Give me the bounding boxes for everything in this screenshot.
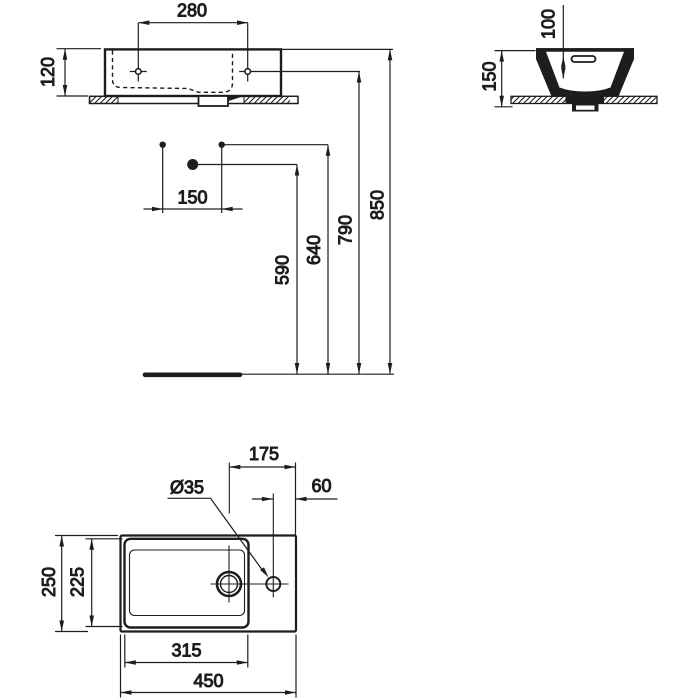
dimension-label-590: 590 <box>273 255 293 285</box>
centerlines <box>210 462 289 603</box>
dimension-label-100: 100 <box>539 9 559 39</box>
side-view: 100 150 <box>479 5 658 112</box>
wall-section-front <box>88 95 299 105</box>
leader-taphole-diameter <box>167 497 269 578</box>
drain-outlet-front <box>197 95 243 107</box>
dimension-label-280: 280 <box>177 1 207 21</box>
dimension-label-150-front: 150 <box>177 188 207 208</box>
plan-view: 175 60 Ø35 250 225 315 450 <box>39 444 338 698</box>
drain-plan <box>215 570 243 598</box>
basin-outline-front <box>103 48 283 98</box>
mounting-hole-right <box>239 23 257 82</box>
dimension-150-side <box>494 49 536 108</box>
dimension-label-640: 640 <box>304 235 324 265</box>
dimension-315 <box>124 634 249 668</box>
mounting-hole-left <box>129 23 147 82</box>
dimension-640 <box>325 144 331 374</box>
dimension-60 <box>252 496 338 502</box>
dimension-120 <box>56 48 101 97</box>
dimension-label-250: 250 <box>39 567 59 597</box>
dimension-label-850: 850 <box>368 190 388 220</box>
fixing-dot-right <box>218 141 225 148</box>
bowl-rim-plan <box>123 537 250 629</box>
dimension-label-60: 60 <box>311 476 331 496</box>
dimension-850 <box>387 49 393 374</box>
trap-outlet-side <box>565 95 604 112</box>
bowl-bottom-plan <box>128 549 246 617</box>
dimension-label-225: 225 <box>68 567 88 597</box>
bowl-cavity <box>546 51 624 92</box>
fixing-points <box>159 141 328 213</box>
bowl-dashed-outline <box>111 50 234 93</box>
dimension-100 <box>561 5 566 79</box>
dimension-label-450: 450 <box>193 671 223 691</box>
supply-dot <box>187 159 199 170</box>
dimension-280 <box>138 20 248 25</box>
dimension-label-dia35: Ø35 <box>170 478 204 498</box>
dimension-label-175: 175 <box>249 444 279 464</box>
dimension-450 <box>119 634 297 698</box>
tap-hole <box>265 576 282 592</box>
dimension-790 <box>356 71 362 374</box>
dimension-250 <box>55 534 118 633</box>
dimension-label-150-side: 150 <box>480 61 500 91</box>
overflow-slot <box>570 55 597 63</box>
fixing-dot-left <box>159 141 166 148</box>
dimension-label-120: 120 <box>38 57 58 87</box>
basin-outline-plan <box>119 534 298 633</box>
dimension-590 <box>294 164 300 374</box>
dimension-225 <box>85 538 123 628</box>
dimension-label-315: 315 <box>171 641 201 661</box>
dimension-150-front <box>143 206 243 212</box>
dimension-label-790: 790 <box>336 215 356 245</box>
floor-line <box>142 372 394 378</box>
front-view: 280 120 150 590 640 790 850 <box>38 0 394 378</box>
